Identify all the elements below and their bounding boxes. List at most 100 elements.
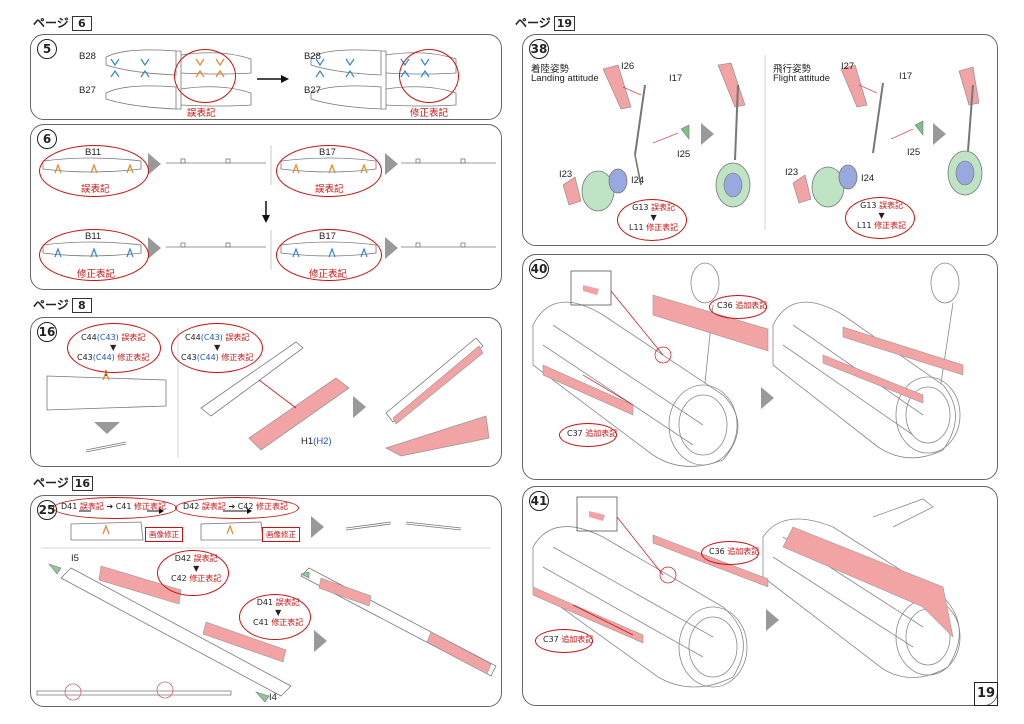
- c36-note: C36 追加表記: [717, 301, 767, 311]
- step-number-6: 6: [37, 129, 57, 149]
- part-code: C44: [81, 333, 97, 342]
- step-6-wrong-highlight-b11: [39, 145, 149, 197]
- step-16-correct-highlight: [171, 323, 263, 373]
- part-label-i25: I25: [677, 149, 691, 160]
- part-code: C37: [543, 635, 559, 644]
- landing-attitude-label-en: Landing attitude: [531, 73, 599, 84]
- c44-correct-note: C44(C43) 誤表記 ▼ C43(C44) 修正表記: [181, 333, 253, 363]
- step-38-drawing: [562, 55, 983, 230]
- part-label-b17-fixed: B17: [319, 231, 336, 242]
- wrong-notation-label: 誤表記: [879, 201, 904, 210]
- step-16-panel: 16 C44(C43) 誤表記 ▼ C43(C44) 修正表記 C44(C43)…: [30, 317, 502, 467]
- arrow-right-icon: [766, 609, 779, 631]
- arrow-right-icon: [385, 237, 398, 259]
- g13-note-flight: G13 誤表記 ▼ L11 修正表記: [857, 201, 906, 231]
- arrow-right-icon: ➔: [228, 502, 236, 511]
- step-41-panel: 41 C36 追加表記 C37 追加表記: [522, 486, 998, 706]
- part-code: C36: [709, 547, 725, 556]
- step-40-drawing: [532, 262, 964, 467]
- arrow-down-icon: [94, 422, 120, 434]
- step-number-16: 16: [37, 322, 57, 342]
- step-38-panel: 38 着陸姿勢 Landing attitude 飛行姿勢 Flight att…: [522, 34, 998, 246]
- part-code: D41: [256, 598, 274, 607]
- part-code: D42: [183, 502, 200, 511]
- image-fix-box: 画像修正: [262, 527, 300, 542]
- correct-notation-label: 修正表記: [77, 269, 116, 280]
- correct-notation-label: 修正表記: [221, 353, 254, 362]
- wrong-notation-label: 誤表記: [201, 502, 226, 511]
- part-label-i23-flight: I23: [785, 167, 799, 178]
- part-label-b17: B17: [319, 147, 336, 158]
- part-label-h1: H1(H2): [301, 436, 332, 447]
- step-number-5: 5: [37, 39, 57, 59]
- added-notation-label: 追加表記: [735, 301, 768, 310]
- wrong-notation-label: 誤表記: [79, 502, 104, 511]
- part-label-i24: I24: [631, 175, 645, 186]
- page-ref-prefix: ページ: [33, 476, 69, 490]
- part-code: C36: [717, 301, 733, 310]
- step-6-panel: 6: [30, 124, 502, 290]
- part-label-i27: I27: [841, 61, 855, 72]
- page-ref-prefix: ページ: [515, 16, 551, 30]
- part-code: G13: [632, 203, 649, 212]
- correct-notation-label: 修正表記: [256, 502, 288, 511]
- c37-note: C37 追加表記: [543, 635, 593, 645]
- arrow-right-icon: [148, 153, 161, 175]
- part-label-i5: I5: [71, 553, 79, 564]
- part-code-alt: (C44): [92, 353, 115, 362]
- correct-notation-label: 修正表記: [134, 502, 166, 511]
- step-41-drawing: [532, 496, 961, 688]
- step-16-drawing: [46, 328, 490, 458]
- g13-note: G13 誤表記 ▼ L11 修正表記: [629, 203, 678, 233]
- page-ref-number: 16: [71, 476, 94, 491]
- part-code: G13: [860, 201, 877, 210]
- part-code: D41: [61, 502, 78, 511]
- arrow-right-icon: [314, 630, 327, 652]
- part-label-i25-flight: I25: [907, 147, 921, 158]
- step-41-c36-highlight: [701, 541, 759, 565]
- landing-attitude-label-jp: 着陸姿勢: [531, 64, 570, 75]
- step-38-g13-highlight: [617, 199, 687, 241]
- page-ref-prefix: ページ: [33, 16, 69, 30]
- arrow-down-icon: ▼: [110, 343, 117, 352]
- arrow-right-icon: ➔: [106, 502, 114, 511]
- c37-note: C37 追加表記: [567, 429, 617, 439]
- arrow-down-icon: ▼: [275, 608, 282, 617]
- correct-notation-label: 修正表記: [874, 221, 907, 230]
- step-number-40: 40: [529, 259, 549, 279]
- image-fix-box: 画像修正: [145, 527, 183, 542]
- part-code-alt: (C43): [200, 333, 223, 342]
- part-code: L11: [857, 221, 872, 230]
- part-code: D42: [174, 554, 192, 563]
- part-code-alt: (C44): [196, 353, 219, 362]
- step-40-c36-highlight: [709, 295, 767, 319]
- wrong-notation-label: 誤表記: [81, 184, 110, 195]
- wrong-notation-label: 誤表記: [651, 203, 676, 212]
- part-code: L11: [629, 223, 644, 232]
- flight-attitude-label-jp: 飛行姿勢: [773, 64, 812, 75]
- step-5-wrong-highlight: [174, 49, 236, 103]
- correct-notation-label: 修正表記: [646, 223, 679, 232]
- page-ref-number: 8: [71, 298, 92, 313]
- part-label-i17-flight: I17: [899, 71, 913, 82]
- c44-wrong-note: C44(C43) 誤表記 ▼ C43(C44) 修正表記: [77, 333, 149, 363]
- step-number-41: 41: [529, 491, 549, 511]
- arrow-down-icon: ▼: [214, 343, 221, 352]
- correct-notation-label: 修正表記: [189, 574, 222, 583]
- arrow-down-icon: ▼: [878, 211, 885, 220]
- arrow-down-icon: ▼: [650, 213, 657, 222]
- arrow-right-icon: [701, 123, 714, 145]
- part-label-i4: I4: [269, 692, 277, 703]
- page-ref-prefix: ページ: [33, 298, 69, 312]
- step-25-d42-highlight: [157, 550, 229, 596]
- arrow-down-icon: ▼: [193, 564, 200, 573]
- correct-notation-label: 修正表記: [271, 618, 304, 627]
- part-code: C37: [567, 429, 583, 438]
- step-41-c37-highlight: [535, 629, 593, 653]
- step-38-g13-highlight-flight: [845, 197, 915, 239]
- step-6-wrong-highlight-b17: [276, 145, 382, 197]
- arrow-right-icon: [311, 516, 324, 538]
- wrong-notation-label: 誤表記: [187, 108, 216, 119]
- part-label-b28-fixed: B28: [304, 51, 321, 62]
